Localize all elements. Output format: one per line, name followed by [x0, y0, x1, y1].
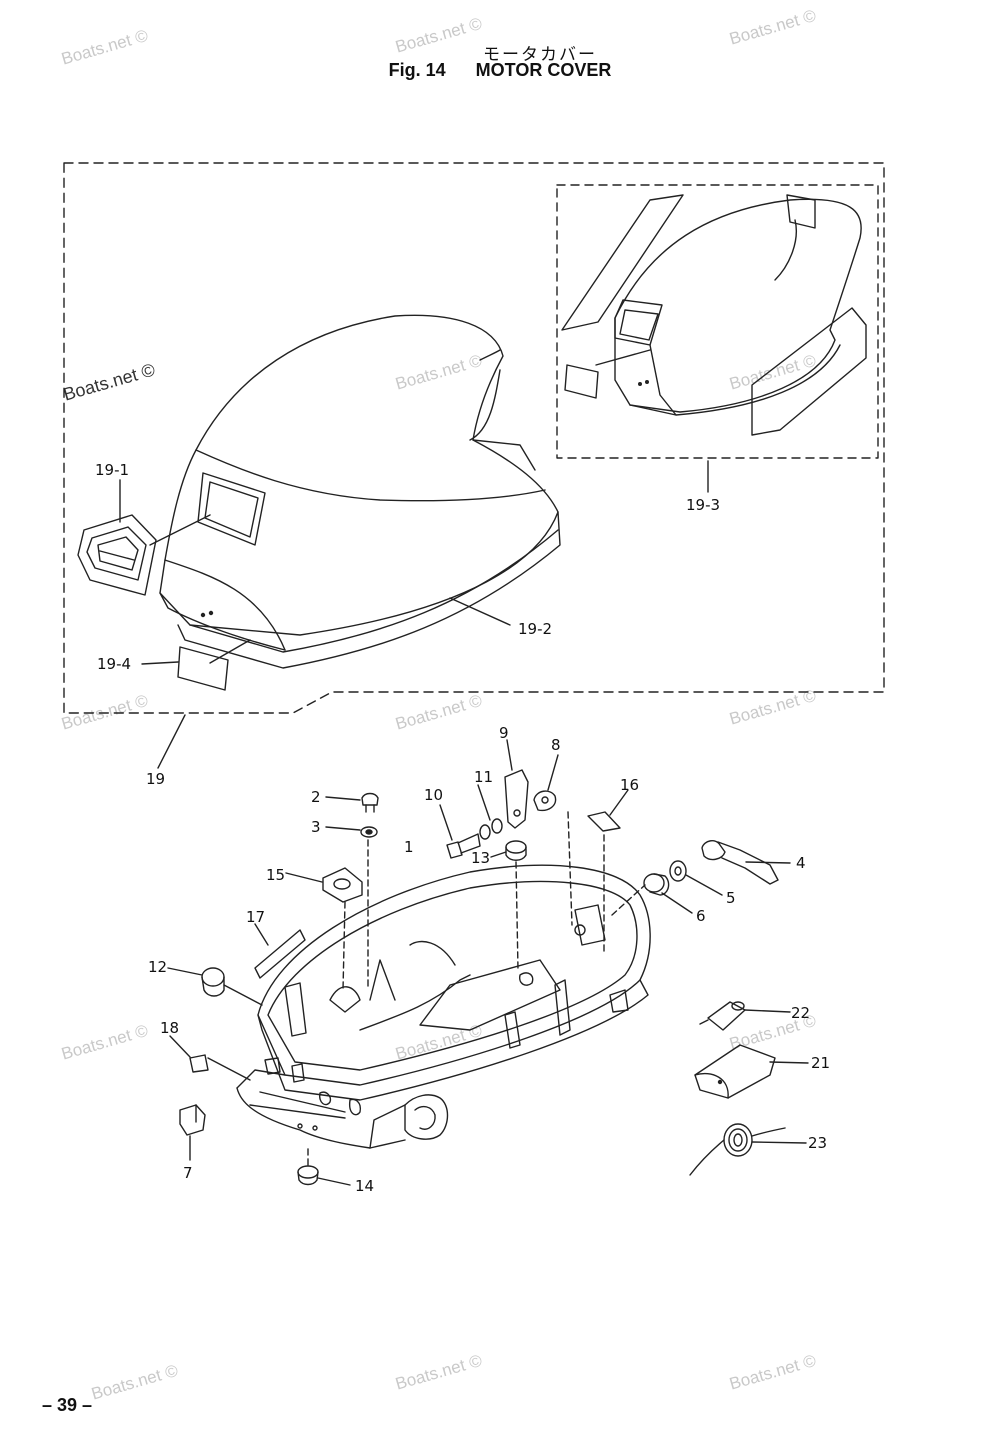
leader-line — [609, 789, 629, 816]
title-japanese: モータカバー — [483, 45, 597, 65]
plate-8 — [533, 790, 557, 812]
page-number: – 39 – — [42, 1395, 93, 1415]
leader-line — [506, 739, 513, 771]
leader-line — [167, 967, 203, 976]
decal-set-cowling — [561, 194, 867, 436]
callout-label: 15 — [266, 866, 285, 884]
callout-label: 22 — [791, 1004, 810, 1022]
grommet-12 — [201, 967, 225, 997]
label-16 — [587, 811, 621, 832]
leader-line — [149, 514, 211, 546]
leader-line — [567, 811, 573, 926]
leader-line — [744, 1009, 791, 1013]
washer-11 — [479, 824, 491, 840]
callout-label: 2 — [311, 788, 321, 806]
bolt-10 — [446, 833, 481, 859]
callout-label: 12 — [148, 958, 167, 976]
leader-line — [661, 892, 693, 914]
callout-labels: 19-1 19-2 19-3 19-4 19 9 8 2 10 11 16 3 … — [95, 461, 830, 1195]
leader-line — [745, 861, 791, 864]
leader-line — [342, 901, 346, 991]
callout-label: 14 — [355, 1177, 374, 1195]
callout-label: 13 — [471, 849, 490, 867]
leader-line — [685, 874, 723, 896]
leader-line — [751, 1141, 807, 1144]
figure-title: MOTOR COVER — [475, 60, 612, 80]
callout-label: 7 — [183, 1164, 193, 1182]
bag-21 — [694, 1044, 776, 1099]
callout-label: 18 — [160, 1019, 179, 1037]
screw-2 — [361, 792, 379, 813]
washer-3-hole — [365, 829, 373, 835]
label-17 — [254, 929, 306, 979]
leader-line — [254, 923, 269, 946]
callout-label: 6 — [696, 907, 706, 925]
leader-line — [611, 884, 646, 916]
callout-label: 19-1 — [95, 461, 129, 479]
leader-line — [769, 1061, 809, 1064]
callout-label: 16 — [620, 776, 639, 794]
decal-set-19-3-dashed-box — [556, 184, 879, 459]
callout-label: 9 — [499, 724, 509, 742]
callout-label: 19-3 — [686, 496, 720, 514]
vent-grille-19-1 — [77, 514, 157, 596]
lock-lever-4 — [701, 840, 779, 885]
leader-line — [317, 1177, 351, 1186]
callout-label: 19 — [146, 770, 165, 788]
leader-line — [141, 661, 179, 665]
grommet-15 — [322, 867, 363, 903]
leader-line — [169, 1035, 191, 1058]
bottom-cowling-1 — [236, 864, 651, 1149]
leader-line — [547, 754, 559, 791]
callout-label: 4 — [796, 854, 806, 872]
callout-label: 11 — [474, 768, 493, 786]
leader-line — [449, 597, 511, 626]
figure-number: Fig. 14 — [388, 60, 446, 80]
washer-3 — [360, 826, 378, 838]
callout-label: 8 — [551, 736, 561, 754]
cylinder-23 — [699, 1001, 746, 1031]
callout-label: 3 — [311, 818, 321, 836]
leader-line — [157, 714, 186, 769]
leader-line — [515, 861, 519, 971]
leader-line — [209, 639, 251, 664]
callout-label: 1 — [404, 838, 414, 856]
callout-label: 10 — [424, 786, 443, 804]
bracket-9 — [504, 769, 529, 829]
leader-line — [325, 826, 361, 831]
leader-line — [490, 851, 507, 858]
caution-label-19-4 — [177, 646, 229, 691]
leader-line — [285, 872, 323, 883]
lock-washer — [491, 818, 503, 834]
callout-label: 21 — [811, 1054, 830, 1072]
grommet-14 — [297, 1165, 319, 1186]
leader-line — [325, 796, 361, 801]
figure-heading: Fig. 14 MOTOR COVER — [0, 60, 1000, 81]
callout-label: 5 — [726, 889, 736, 907]
leader-line — [223, 984, 263, 1006]
grommet-13 — [505, 840, 527, 861]
callout-label: 17 — [246, 908, 265, 926]
callout-label: 23 — [808, 1134, 827, 1152]
leader-line — [439, 804, 453, 841]
label-18 — [189, 1054, 209, 1073]
collar-6 — [643, 873, 670, 896]
callout-label: 19-4 — [97, 655, 131, 673]
leader-line — [477, 784, 491, 821]
cable-coil-22 — [689, 1123, 786, 1176]
plug-7 — [179, 1104, 206, 1136]
washer-5 — [669, 860, 687, 882]
top-cowling-19-2 — [159, 314, 561, 669]
leader-line — [207, 1057, 251, 1081]
callout-label: 19-2 — [518, 620, 552, 638]
